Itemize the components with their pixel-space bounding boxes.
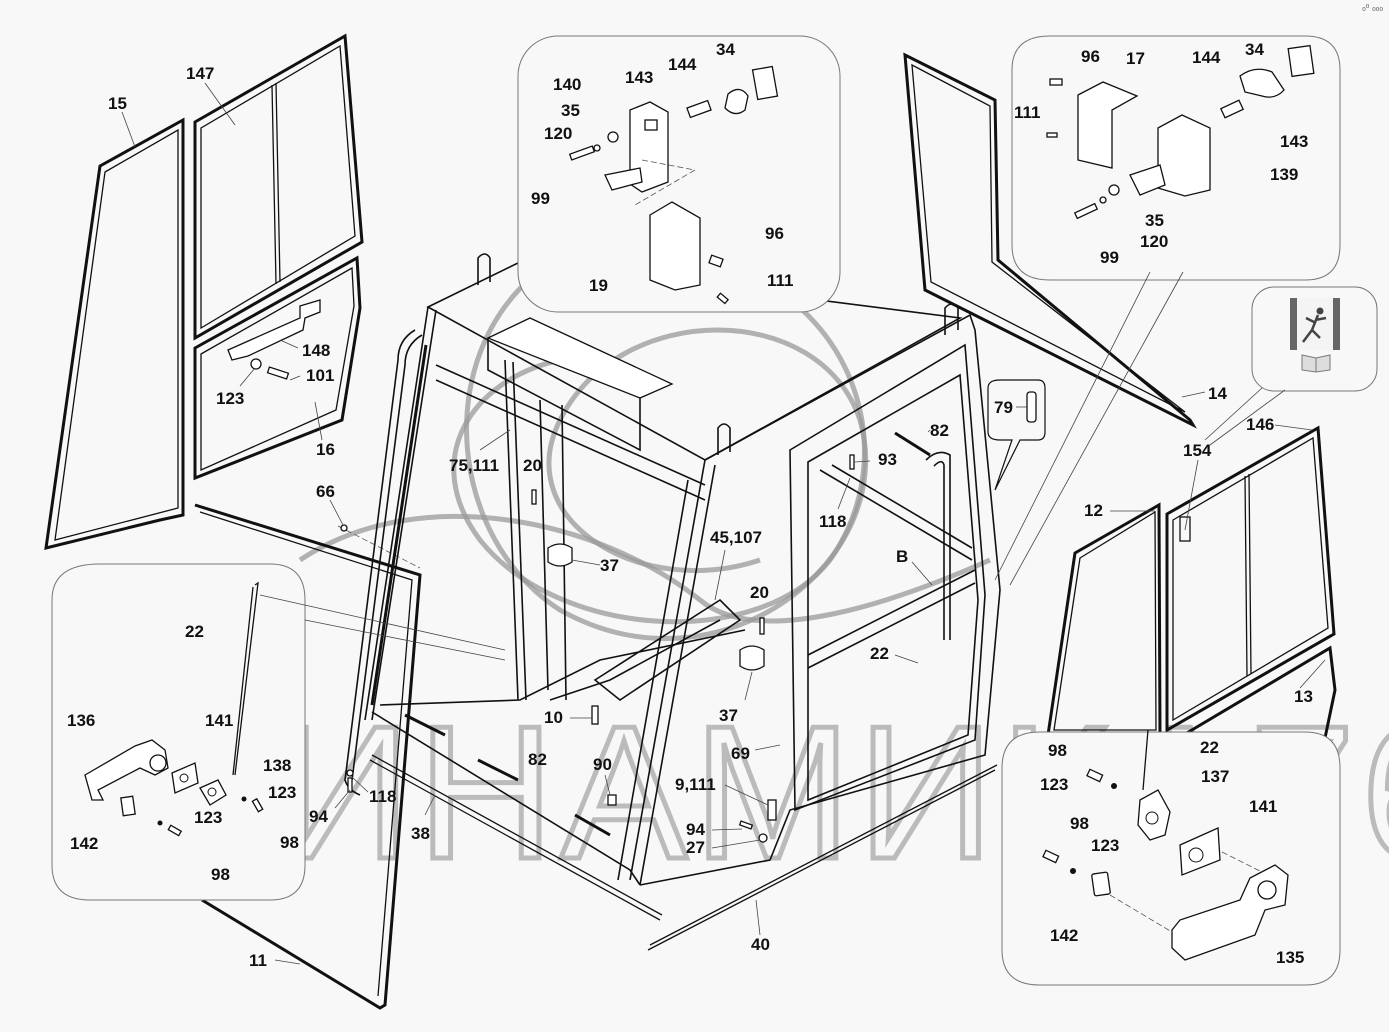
label-17: 17 xyxy=(1126,49,1145,68)
callout-bottom-left xyxy=(51,563,506,901)
label-143: 143 xyxy=(625,68,653,87)
label-37: 37 xyxy=(600,556,619,575)
callout-top-right xyxy=(1011,35,1341,281)
label-22: 22 xyxy=(1200,738,1219,757)
label-136: 136 xyxy=(67,711,95,730)
label-111: 111 xyxy=(1014,103,1041,122)
label-137: 137 xyxy=(1201,767,1229,786)
label-45-107: 45,107 xyxy=(710,528,762,547)
label-34: 34 xyxy=(716,40,735,59)
label-154: 154 xyxy=(1183,441,1212,460)
label-142: 142 xyxy=(1050,926,1078,945)
manual-book-icon xyxy=(1301,354,1331,373)
callout-pin xyxy=(987,379,1046,491)
label-20: 20 xyxy=(523,456,542,475)
label-99: 99 xyxy=(1100,248,1119,267)
label-37: 37 xyxy=(719,706,738,725)
left-windows xyxy=(44,33,422,1010)
label-66: 66 xyxy=(316,482,335,501)
label-98: 98 xyxy=(211,865,230,884)
label-38: 38 xyxy=(411,824,430,843)
label-138: 138 xyxy=(263,756,291,775)
label-15: 15 xyxy=(108,94,127,113)
label-90: 90 xyxy=(593,755,612,774)
label-98: 98 xyxy=(280,833,299,852)
label-20: 20 xyxy=(750,583,769,602)
label-35: 35 xyxy=(561,101,580,120)
label-123: 123 xyxy=(1091,836,1119,855)
label-79: 79 xyxy=(994,398,1013,417)
label-22: 22 xyxy=(870,644,889,663)
callout-exit-sign xyxy=(1204,286,1378,446)
label-22: 22 xyxy=(185,622,204,641)
label-143: 143 xyxy=(1280,132,1308,151)
cab-frame xyxy=(344,253,1001,951)
label-111: 111 xyxy=(767,271,794,290)
label-120: 120 xyxy=(1140,232,1168,251)
label-94: 94 xyxy=(686,820,705,839)
label-123: 123 xyxy=(268,783,296,802)
callout-top-center xyxy=(517,35,841,313)
label-B: B xyxy=(896,547,908,566)
emergency-exit-icon xyxy=(1290,298,1340,350)
label-93: 93 xyxy=(878,450,897,469)
label-141: 141 xyxy=(1249,797,1277,816)
label-82: 82 xyxy=(930,421,949,440)
label-16: 16 xyxy=(316,440,335,459)
label-123: 123 xyxy=(194,808,222,827)
label-118: 118 xyxy=(369,787,396,806)
label-27: 27 xyxy=(686,838,705,857)
label-96: 96 xyxy=(1081,47,1100,66)
label-35: 35 xyxy=(1145,211,1164,230)
label-140: 140 xyxy=(553,75,581,94)
leader-line xyxy=(1009,271,1184,586)
label-148: 148 xyxy=(302,341,330,360)
corner-mark: ₀⁰ ₀₀₀ xyxy=(1362,4,1383,14)
label-146: 146 xyxy=(1246,415,1274,434)
label-139: 139 xyxy=(1270,165,1298,184)
label-13: 13 xyxy=(1294,687,1313,706)
label-69: 69 xyxy=(731,744,750,763)
label-75-111: 75,111 xyxy=(449,456,499,475)
label-82: 82 xyxy=(528,750,547,769)
label-14: 14 xyxy=(1208,384,1227,403)
label-12: 12 xyxy=(1084,501,1103,520)
label-147: 147 xyxy=(186,64,214,83)
label-135: 135 xyxy=(1276,948,1304,967)
label-96: 96 xyxy=(765,224,784,243)
label-19: 19 xyxy=(589,276,608,295)
label-34: 34 xyxy=(1245,40,1264,59)
leader-lines xyxy=(121,82,1326,965)
label-98: 98 xyxy=(1048,741,1067,760)
label-123: 123 xyxy=(216,389,244,408)
label-123: 123 xyxy=(1040,775,1068,794)
label-144: 144 xyxy=(1192,48,1221,67)
label-144: 144 xyxy=(668,55,697,74)
label-10: 10 xyxy=(544,708,563,727)
callout-bottom-right xyxy=(1001,729,1341,986)
label-94: 94 xyxy=(309,807,328,826)
label-101: 101 xyxy=(306,366,334,385)
label-98: 98 xyxy=(1070,814,1089,833)
label-141: 141 xyxy=(205,711,233,730)
label-9-111: 9,111 xyxy=(675,775,716,794)
label-118: 118 xyxy=(819,512,846,531)
label-99: 99 xyxy=(531,189,550,208)
leader-line xyxy=(994,271,1151,581)
label-142: 142 xyxy=(70,834,98,853)
label-120: 120 xyxy=(544,124,572,143)
label-11: 11 xyxy=(249,951,267,970)
part-labels: 34 144 140 143 35 120 99 96 19 111 96 17… xyxy=(67,40,1313,970)
label-40: 40 xyxy=(751,935,770,954)
